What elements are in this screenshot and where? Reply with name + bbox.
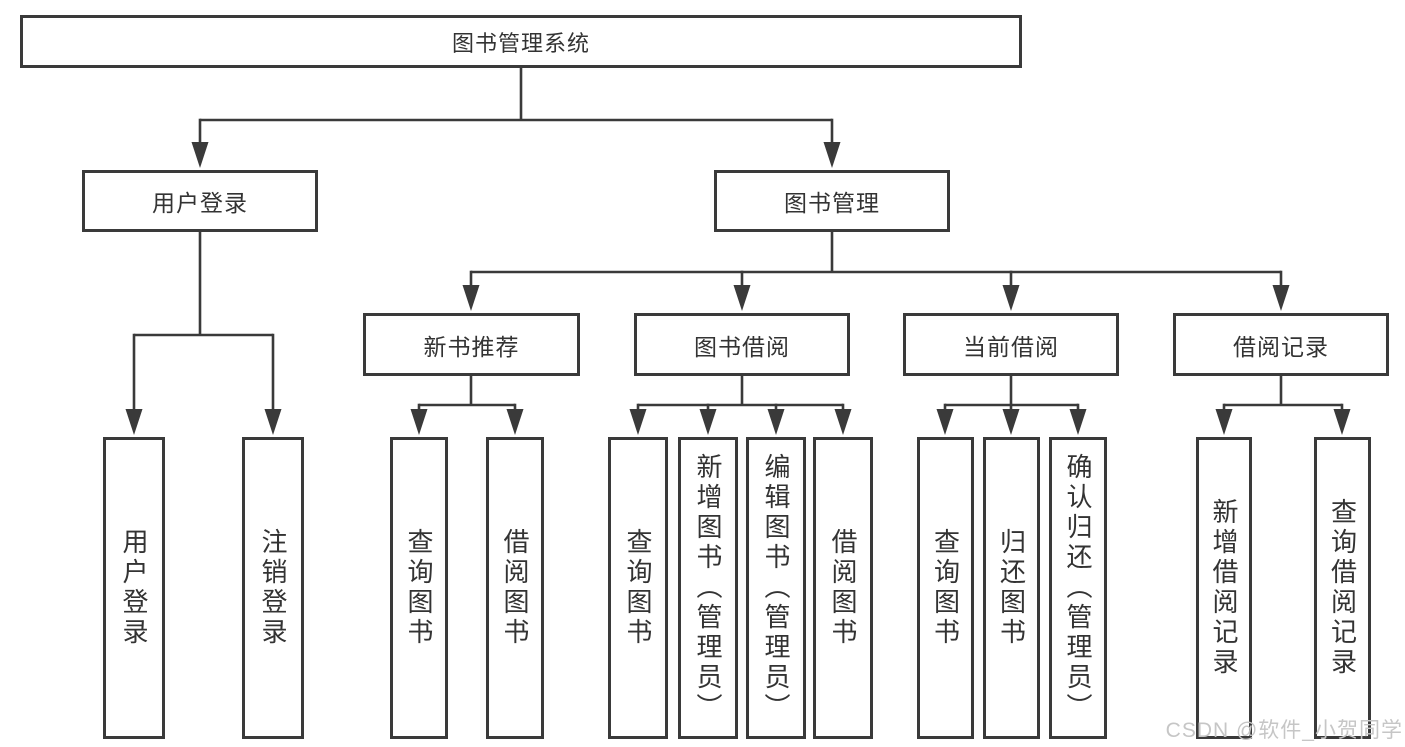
node-borrowing-records: 借阅记录 (1173, 313, 1389, 376)
leaf-query-books-borrowing: 查询图书 (608, 437, 668, 739)
node-label: 借阅图书 (828, 528, 858, 648)
node-label: 注销登录 (258, 528, 288, 648)
node-library-system: 图书管理系统 (20, 15, 1022, 68)
node-label: 借阅记录 (1233, 333, 1329, 360)
node-label: 当前借阅 (963, 333, 1059, 360)
node-label: 用户登录 (152, 190, 248, 216)
leaf-return-books: 归还图书 (983, 437, 1040, 739)
leaf-borrow-books-recommend: 借阅图书 (486, 437, 544, 739)
node-new-book-recommend: 新书推荐 (363, 313, 580, 376)
leaf-query-borrow-record: 查询借阅记录 (1314, 437, 1371, 739)
node-label: 新增借阅记录 (1209, 498, 1239, 678)
node-label: 图书管理系统 (451, 30, 590, 56)
leaf-query-books-recommend: 查询图书 (390, 437, 448, 739)
node-label: 图书借阅 (694, 333, 790, 360)
node-current-borrowing: 当前借阅 (903, 313, 1119, 376)
node-label: 用户登录 (119, 528, 149, 648)
node-label: 确认归还（管理员） (1063, 453, 1093, 723)
csdn-watermark: CSDN @软件_小贺同学 (1165, 719, 1403, 742)
leaf-borrow-books-borrowing: 借阅图书 (813, 437, 873, 739)
node-label: 查询借阅记录 (1327, 498, 1358, 678)
node-label: 借阅图书 (500, 528, 530, 648)
leaf-add-books-admin: 新增图书（管理员） (678, 437, 738, 739)
leaf-confirm-return-admin: 确认归还（管理员） (1049, 437, 1107, 739)
node-label: 查询图书 (623, 528, 653, 648)
leaf-logout-login: 注销登录 (242, 437, 304, 739)
node-label: 图书管理 (784, 190, 880, 216)
leaf-query-books-current: 查询图书 (917, 437, 974, 739)
leaf-add-borrow-record: 新增借阅记录 (1196, 437, 1252, 739)
node-label: 查询图书 (930, 528, 961, 648)
leaf-edit-books-admin: 编辑图书（管理员） (746, 437, 806, 739)
node-label: 新增图书（管理员） (693, 453, 723, 723)
node-label: 新书推荐 (423, 333, 520, 360)
node-label: 归还图书 (996, 528, 1027, 648)
node-label: 编辑图书（管理员） (761, 453, 791, 723)
leaf-user-login: 用户登录 (103, 437, 165, 739)
node-book-management: 图书管理 (714, 170, 950, 232)
node-book-borrowing: 图书借阅 (634, 313, 850, 376)
node-user-login: 用户登录 (82, 170, 318, 232)
node-label: 查询图书 (404, 528, 434, 648)
